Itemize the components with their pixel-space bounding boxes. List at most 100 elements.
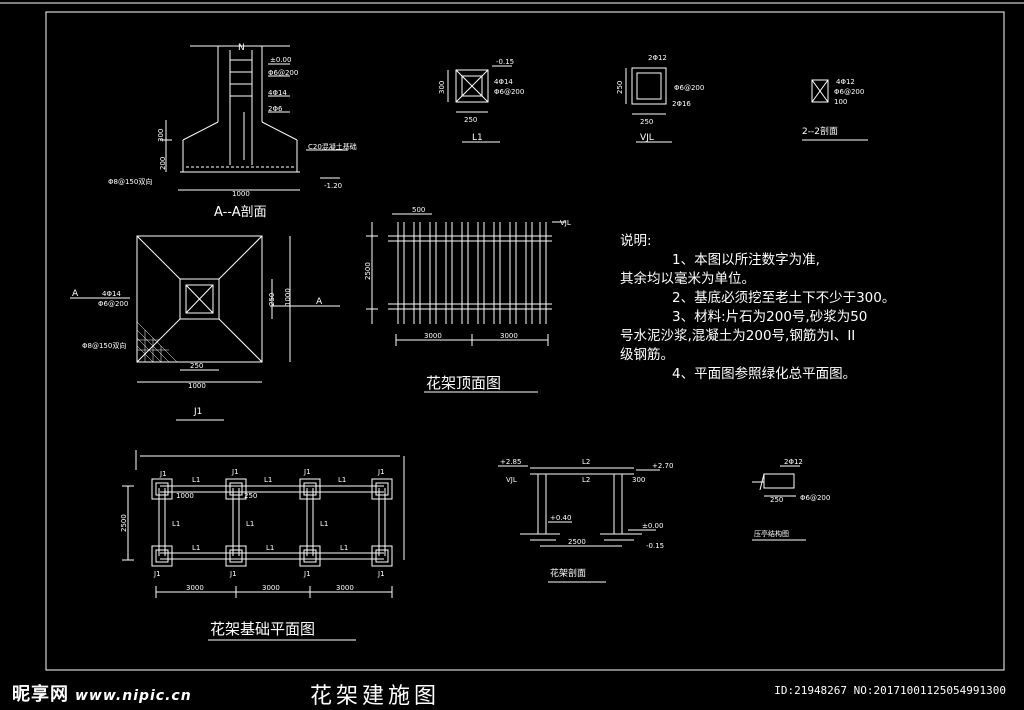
top-mark-4: 3000: [500, 332, 518, 340]
section-frame-label: 花架剖面: [550, 567, 586, 579]
j1-mark-8: 1000: [284, 288, 292, 306]
aa-mark-0: N: [238, 43, 245, 53]
watermark-url: www.nipic.cn: [75, 688, 192, 704]
fp-mark-6: J1: [303, 570, 311, 578]
aa-mark-2: Φ6@200: [268, 69, 298, 77]
aa-mark-9: 300: [157, 129, 165, 142]
fp-mark-7: J1: [377, 570, 385, 578]
j1-mark-5: 250: [190, 362, 203, 370]
cap-detail-label: 压亭结构图: [754, 529, 789, 538]
vjl-label: VJL: [640, 133, 654, 143]
top-view-drawing: [366, 213, 566, 393]
aa-mark-5: C20混凝土基础: [308, 142, 357, 151]
fp-mark-13: L1: [340, 544, 348, 552]
foundation-plan-drawing: [122, 450, 405, 641]
vjl-drawing: [625, 67, 672, 143]
watermark-site: 昵享网: [12, 684, 69, 705]
top-mark-2: 2500: [364, 262, 372, 280]
aa-mark-1: ±0.00: [270, 56, 291, 64]
watermark-logo: 昵享网 www.nipic.cn: [12, 680, 192, 706]
cap-detail-drawing: [752, 465, 806, 541]
fp-mark-3: J1: [377, 468, 385, 476]
top-mark-0: 500: [412, 206, 425, 214]
fp-mark-21: 3000: [262, 584, 280, 592]
fp-mark-8: L1: [192, 476, 200, 484]
l1-mark-1: 4Φ14: [494, 78, 513, 86]
vjl-mark-4: 250: [640, 118, 653, 126]
l1-mark-2: Φ6@200: [494, 88, 524, 96]
notes-line-1: 1、本图以所注数字为准,: [672, 252, 820, 268]
vjl-mark-3: 250: [616, 81, 624, 94]
j1-mark-2: 4Φ14: [102, 290, 121, 298]
j1-label: J1: [193, 407, 202, 417]
section-aa-drawing: [160, 45, 348, 191]
top-mark-3: 3000: [424, 332, 442, 340]
top-view-label: 花架顶面图: [426, 374, 501, 392]
fp-mark-9: L1: [264, 476, 272, 484]
sf-mark-1: VJL: [506, 476, 517, 484]
j1-mark-1: A: [316, 297, 323, 307]
j1-mark-6: 1000: [188, 382, 206, 390]
foundation-plan-label: 花架基础平面图: [210, 620, 315, 638]
cap-mark-2: Φ6@200: [800, 494, 830, 502]
l1-mark-3: 300: [438, 81, 446, 94]
fp-mark-15: L1: [246, 520, 254, 528]
vjl-mark-2: 2Φ16: [672, 100, 691, 108]
l1-label: L1: [472, 133, 483, 143]
sf-mark-5: 300: [632, 476, 645, 484]
aa-mark-6: -1.20: [324, 182, 342, 190]
j1-mark-0: A: [72, 289, 79, 299]
sf-mark-4: +2.70: [652, 462, 673, 470]
notes-line-6: 级钢筋。: [620, 347, 674, 363]
fp-mark-18: 250: [244, 492, 257, 500]
fp-mark-20: 3000: [186, 584, 204, 592]
section-22-label: 2--2剖面: [802, 125, 838, 137]
fp-mark-12: L1: [266, 544, 274, 552]
vjl-mark-1: Φ6@200: [674, 84, 704, 92]
sf-mark-6: +0.40: [550, 514, 571, 522]
aa-mark-4: 2Φ6: [268, 105, 283, 113]
l1-mark-0: -0.15: [496, 58, 514, 66]
sf-mark-9: 2500: [568, 538, 586, 546]
fp-mark-0: J1: [159, 470, 167, 478]
section22-mark-1: Φ6@200: [834, 88, 864, 96]
cap-mark-1: 250: [770, 496, 783, 504]
aa-mark-7: Φ8@150双向: [108, 177, 152, 186]
fp-mark-1: J1: [231, 468, 239, 476]
j1-mark-7: 250: [268, 293, 276, 306]
notes-heading: 说明:: [620, 233, 652, 249]
aa-mark-3: 4Φ14: [268, 89, 287, 97]
sf-mark-3: L2: [582, 476, 590, 484]
fp-mark-17: 1000: [176, 492, 194, 500]
fp-mark-11: L1: [192, 544, 200, 552]
cap-mark-0: 2Φ12: [784, 458, 803, 466]
j1-mark-4: Φ8@150双向: [82, 341, 126, 350]
sf-mark-2: L2: [582, 458, 590, 466]
section-22-drawing: [802, 79, 868, 141]
notes-line-3: 2、基底必须挖至老土下不少于300。: [672, 290, 896, 306]
fp-mark-19: 2500: [120, 514, 128, 532]
notes-line-5: 号水泥沙浆,混凝土为200号,钢筋为I、II: [620, 328, 856, 344]
section-frame-drawing: [498, 465, 660, 583]
notes-line-2: 其余均以毫米为单位。: [620, 271, 755, 287]
sf-mark-8: -0.15: [646, 542, 664, 550]
section22-mark-0: 4Φ12: [836, 78, 855, 86]
vjl-mark-0: 2Φ12: [648, 54, 667, 62]
image-id: ID:21948267 NO:20171001125054991300: [774, 684, 1006, 697]
aa-mark-10: 200: [159, 157, 167, 170]
fp-mark-22: 3000: [336, 584, 354, 592]
sf-mark-7: ±0.00: [642, 522, 663, 530]
sf-mark-0: +2.85: [500, 458, 521, 466]
notes-line-7: 4、平面图参照绿化总平面图。: [672, 366, 857, 382]
sheet-border: [45, 11, 1005, 671]
fp-mark-14: L1: [172, 520, 180, 528]
notes-line-4: 3、材料:片石为200号,砂浆为50: [672, 309, 868, 325]
j1-hatch: [136, 321, 178, 363]
fp-mark-4: J1: [153, 570, 161, 578]
l1-drawing: [447, 65, 512, 143]
top-mark-1: VJL: [560, 219, 571, 227]
section-aa-label: A--A剖面: [214, 205, 267, 220]
fp-mark-2: J1: [303, 468, 311, 476]
fp-mark-16: L1: [320, 520, 328, 528]
